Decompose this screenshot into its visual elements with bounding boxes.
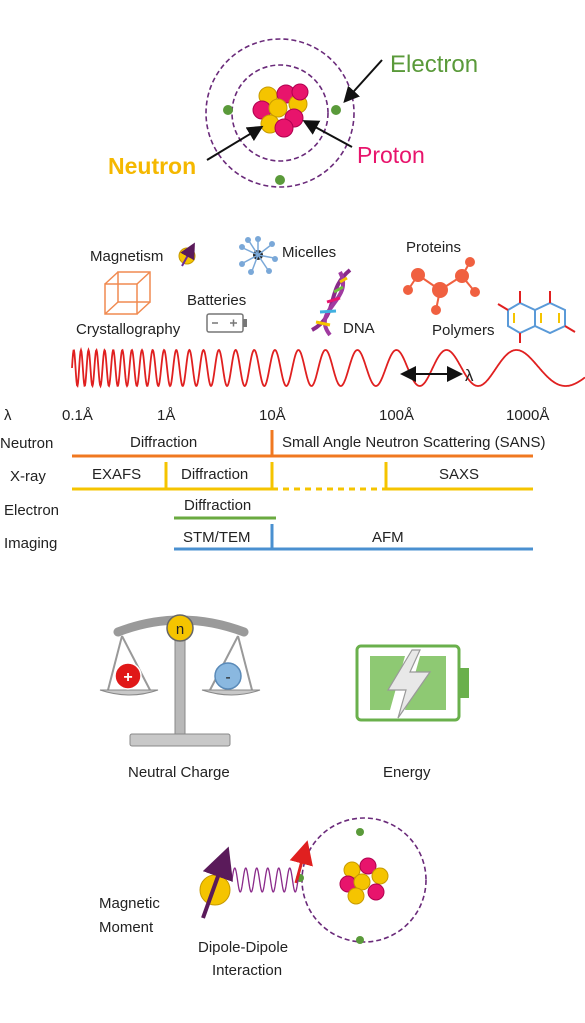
crystal-cube-icon	[104, 271, 151, 315]
electron-dot	[275, 175, 285, 185]
neutron-diffraction-label: Diffraction	[130, 434, 197, 451]
dna-label: DNA	[343, 320, 375, 337]
tick-label: 0.1Å	[62, 407, 93, 424]
nucleus	[252, 83, 309, 138]
proton-arrow	[302, 120, 353, 148]
saxs-label: SAXS	[439, 466, 479, 483]
neutron-label: Neutron	[108, 153, 196, 179]
row-label-neutron: Neutron	[0, 435, 53, 452]
atom-illustration: Electron Neutron Proton	[108, 38, 478, 188]
wavelength-wave: λ	[71, 346, 585, 389]
lambda-axis-symbol: λ	[4, 407, 12, 424]
wavelength-symbol: λ	[465, 366, 474, 385]
electron-dot	[356, 936, 364, 944]
plus-sign: +	[123, 669, 132, 686]
tick-label: 10Å	[259, 407, 286, 424]
tick-label: 1000Å	[506, 407, 549, 424]
tick-label: 1Å	[157, 407, 175, 424]
magnetic-moment-illustration	[199, 817, 427, 944]
stm-tem-label: STM/TEM	[183, 529, 251, 546]
proton-label: Proton	[357, 142, 425, 168]
inner-orbit	[231, 64, 329, 162]
row-label-imaging: Imaging	[4, 535, 57, 552]
nucleus	[339, 857, 389, 905]
electron-dot	[223, 105, 233, 115]
row-label-electron: Electron	[4, 502, 59, 519]
exafs-label: EXAFS	[92, 466, 141, 483]
electron-dot	[356, 828, 364, 836]
neutron-n-icon	[166, 614, 194, 642]
dipole-label-line2: Interaction	[212, 962, 282, 979]
proteins-label: Proteins	[406, 239, 461, 256]
balance-scale-icon: + - n	[99, 614, 261, 747]
neutral-charge-label: Neutral Charge	[128, 764, 230, 781]
electron-dot	[331, 105, 341, 115]
positive-charge-icon	[114, 662, 142, 690]
electron-arrow	[343, 59, 383, 103]
micelle-icon	[239, 236, 278, 275]
dipole-wave	[231, 867, 299, 893]
batteries-label: Batteries	[187, 292, 246, 309]
wave-curve	[71, 346, 585, 389]
row-label-xray: X-ray	[10, 468, 46, 485]
magnetism-icon	[178, 242, 196, 267]
magnetism-label: Magnetism	[90, 248, 163, 265]
moment-arrow	[201, 846, 233, 919]
negative-charge-icon	[214, 662, 242, 690]
tick-label: 100Å	[379, 407, 414, 424]
magnetic-label-line1: Magnetic	[99, 895, 160, 912]
neutron-n-letter: n	[176, 621, 184, 638]
electron-spin-arrow	[289, 840, 313, 884]
electron-diffraction-label: Diffraction	[184, 497, 251, 514]
outer-orbit	[205, 38, 355, 188]
applications-icons: Magnetism Micelles Proteins	[76, 236, 576, 343]
sans-label: Small Angle Neutron Scattering (SANS)	[282, 434, 545, 451]
afm-label: AFM	[372, 529, 404, 546]
xray-diffraction-label: Diffraction	[181, 466, 248, 483]
dipole-label-line1: Dipole-Dipole	[198, 939, 288, 956]
protein-icon	[403, 257, 480, 315]
minus-sign: -	[225, 669, 230, 686]
crystallography-label: Crystallography	[76, 321, 181, 338]
electron-label: Electron	[390, 51, 478, 78]
micelles-label: Micelles	[282, 244, 336, 261]
polymer-icon	[497, 291, 576, 343]
battery-icon	[206, 313, 247, 333]
technique-chart: λ 0.1Å 1Å 10Å 100Å 1000Å Neutron X-ray E…	[0, 407, 549, 552]
energy-label: Energy	[383, 764, 431, 781]
dna-icon	[310, 268, 352, 337]
polymers-label: Polymers	[432, 322, 495, 339]
neutron-arrow	[206, 125, 264, 161]
energy-battery-icon	[355, 644, 469, 722]
magnetic-label-line2: Moment	[99, 919, 154, 936]
